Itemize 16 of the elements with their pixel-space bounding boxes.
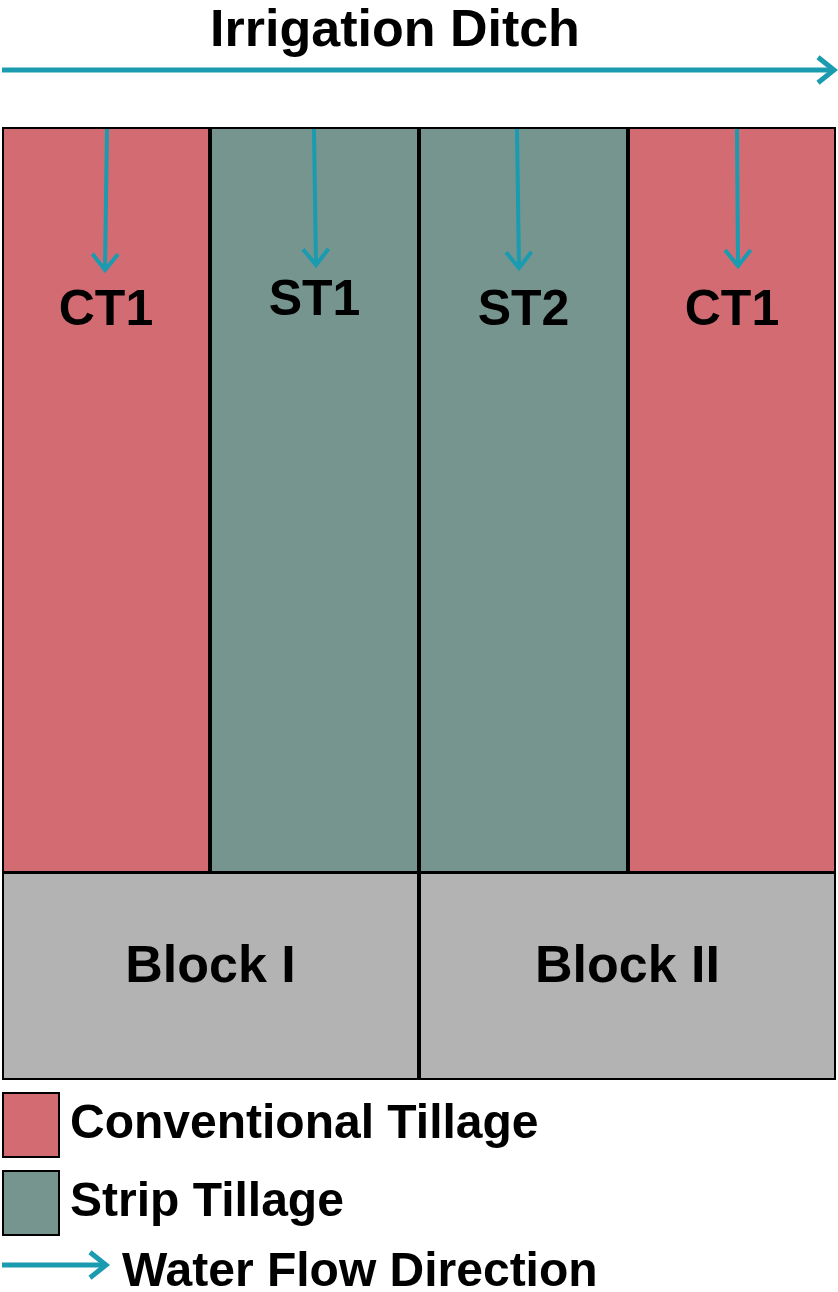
strip-label: CT1 <box>683 279 781 337</box>
block-label: Block II <box>534 934 721 994</box>
field-strip <box>419 127 628 873</box>
strip-label: ST2 <box>476 279 571 337</box>
strip-label: ST1 <box>267 269 362 327</box>
block-box <box>2 872 419 1080</box>
field-strip <box>210 127 419 873</box>
legend-label: Conventional Tillage <box>70 1094 539 1149</box>
legend-label: Strip Tillage <box>70 1172 344 1227</box>
legend-label: Water Flow Direction <box>122 1242 598 1292</box>
block-box <box>419 872 836 1080</box>
block-label: Block I <box>124 934 297 994</box>
field-strip <box>628 127 836 873</box>
field-strip <box>2 127 210 873</box>
title: Irrigation Ditch <box>209 0 581 58</box>
strip-label: CT1 <box>57 279 155 337</box>
